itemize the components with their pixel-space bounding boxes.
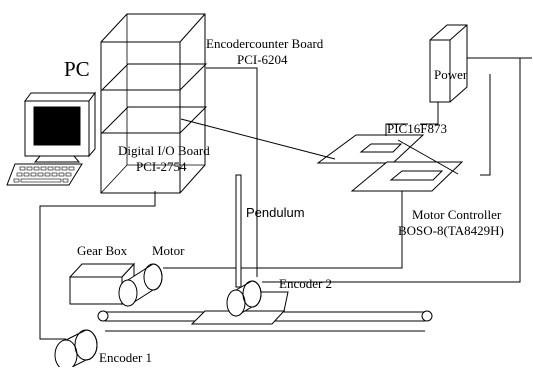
labels: PC Encodercounter Board PCI-6204 Power P… <box>64 36 504 365</box>
encoder1-label: Encoder 1 <box>99 350 152 365</box>
pic-label: PIC16F873 <box>387 121 447 136</box>
power-supply <box>429 24 468 103</box>
motor <box>118 263 163 307</box>
digital-io-model-label: PCI-2754 <box>136 159 187 174</box>
motor-controller-name-label: Motor Controller <box>412 207 502 222</box>
pendulum-rod <box>235 174 242 288</box>
encoder2-label: Encoder 2 <box>279 276 332 291</box>
encoder-counter-board <box>100 63 208 91</box>
gear-box-label: Gear Box <box>77 243 128 258</box>
pendulum-label: Pendulum <box>246 205 305 220</box>
encoder-1 <box>54 329 98 371</box>
pc-monitor <box>24 91 96 163</box>
computer-chassis <box>100 13 206 194</box>
power-label: Power <box>434 67 468 82</box>
digital-io-board <box>100 106 208 134</box>
motor-controller-model-label: BOSO-8(TA8429H) <box>398 223 504 238</box>
pc-label: PC <box>64 57 90 81</box>
belt-and-cart <box>97 291 433 332</box>
encoder-2 <box>226 280 262 317</box>
wiring <box>39 57 532 340</box>
motor-label: Motor <box>152 243 185 258</box>
encoder-board-name-label: Encodercounter Board <box>206 36 324 51</box>
pc-keyboard <box>6 163 83 186</box>
digital-io-name-label: Digital I/O Board <box>118 143 210 158</box>
encoder-board-model-label: PCI-6204 <box>237 52 288 67</box>
motor-controller-board <box>350 161 464 192</box>
